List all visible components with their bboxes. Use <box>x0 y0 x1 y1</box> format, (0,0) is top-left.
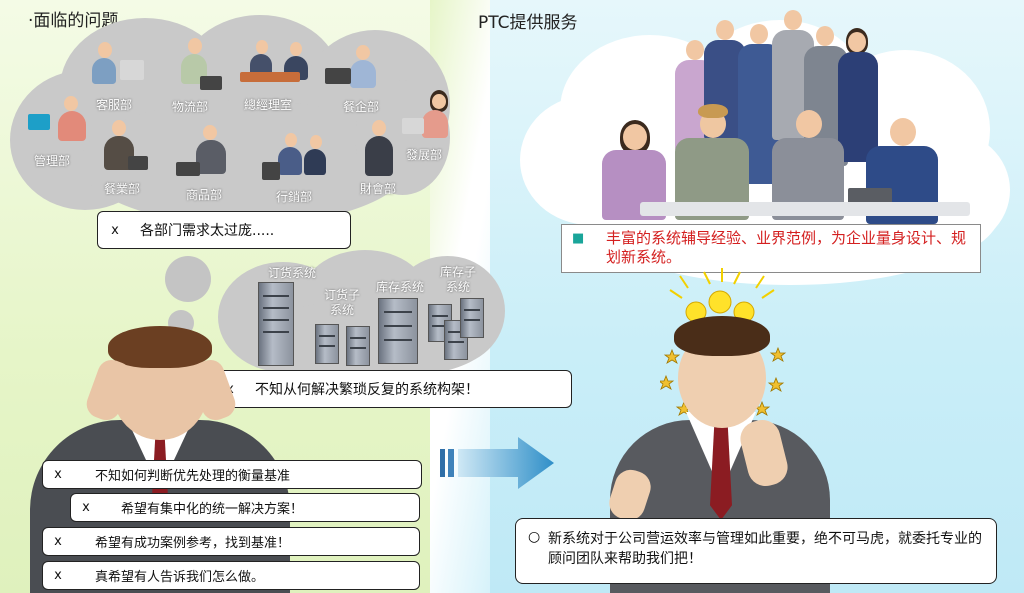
dept-label-customer-service: 客服部 <box>96 98 133 112</box>
issue-text-1: 不知如何判断优先处理的衡量基准 <box>95 469 291 484</box>
problem-mark: x <box>54 534 62 549</box>
problem-title: ·面临的问题 <box>28 11 119 31</box>
problem-mark: x <box>111 222 119 238</box>
dept-label-development: 發展部 <box>406 148 443 162</box>
service-description-box: ■ 丰富的系统辅导经验、业界范例，为企业量身设计、规划新系统。 <box>561 224 981 273</box>
service-description-text: 丰富的系统辅导经验、业界范例，为企业量身设计、规划新系统。 <box>606 229 967 266</box>
dept-problem-box: x 各部门需求太过庞..... <box>97 211 351 249</box>
solution-bullet-icon: ○ <box>528 529 541 545</box>
solution-box: ○ 新系统对于公司营运效率与管理如此重要，绝不可马虎，就委托专业的顾问团队来帮助… <box>515 518 997 584</box>
issue-box-2: x 希望有集中化的统一解决方案！ <box>70 493 420 522</box>
thought-bubble-large <box>165 256 211 302</box>
dept-problem-text: 各部门需求太过庞..... <box>140 223 275 239</box>
dept-label-business: 餐業部 <box>104 182 141 196</box>
dept-label-catering: 餐企部 <box>343 100 380 114</box>
solution-text: 新系统对于公司营运效率与管理如此重要，绝不可马虎，就委托专业的顾问团队来帮助我们… <box>548 531 982 567</box>
system-label-inventory-sub: 库存子 系统 <box>440 265 477 294</box>
system-problem-box: x 不知从何解决繁琐反复的系统构架！ <box>214 370 572 408</box>
issue-box-3: x 希望有成功案例参考，找到基准！ <box>42 527 420 556</box>
issue-text-3: 希望有成功案例参考，找到基准！ <box>95 536 291 551</box>
system-label-order: 订货系统 <box>268 266 317 280</box>
dept-label-merchandise: 商品部 <box>186 188 223 202</box>
service-title: PTC提供服务 <box>478 13 578 33</box>
issue-box-1: x 不知如何判断优先处理的衡量基准 <box>42 460 422 489</box>
issue-box-4: x 真希望有人告诉我们怎么做。 <box>42 561 420 590</box>
problem-mark: x <box>82 500 90 515</box>
issue-text-2: 希望有集中化的统一解决方案！ <box>121 502 304 517</box>
transition-arrow-icon <box>440 437 554 489</box>
system-label-order-sub: 订货子 系统 <box>324 288 361 317</box>
dept-label-logistics: 物流部 <box>172 100 209 114</box>
system-label-inventory: 库存系统 <box>376 280 425 294</box>
issue-text-4: 真希望有人告诉我们怎么做。 <box>95 570 265 585</box>
dept-label-marketing: 行銷部 <box>276 190 313 204</box>
service-bullet-icon: ■ <box>572 231 585 246</box>
dept-label-general-manager: 總經理室 <box>244 98 293 112</box>
dept-label-finance: 財會部 <box>360 182 397 196</box>
problem-mark: x <box>54 568 62 583</box>
system-problem-text: 不知从何解决繁琐反复的系统构架！ <box>255 382 479 398</box>
problem-mark: x <box>54 467 62 482</box>
dept-label-management: 管理部 <box>34 154 71 168</box>
